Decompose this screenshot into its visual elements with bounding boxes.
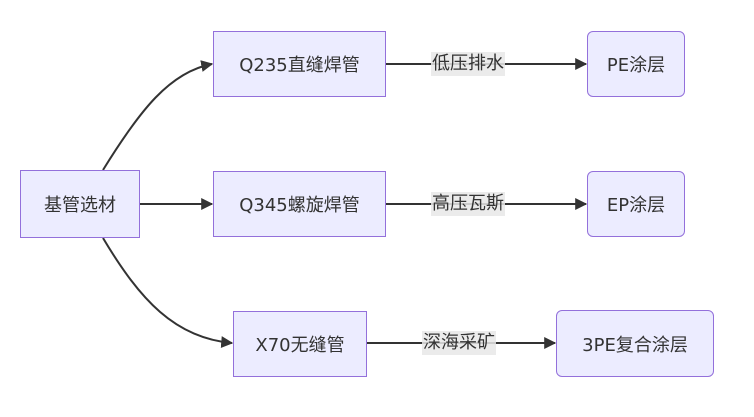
node-pe-coating: PE涂层 (587, 31, 685, 97)
node-label: Q235直缝焊管 (239, 55, 360, 76)
node-label: Q345螺旋焊管 (239, 195, 360, 216)
edge-root-to-x70 (102, 237, 234, 349)
edge-label-low-pressure-drain: 低压排水 (431, 52, 505, 76)
node-label: 基管选材 (44, 195, 116, 216)
node-label: 3PE复合涂层 (582, 334, 688, 356)
edge-label-deep-sea-mining: 深海采矿 (422, 331, 496, 355)
edge-root-to-q235 (102, 60, 214, 171)
node-x70-pipe: X70无缝管 (233, 311, 367, 377)
node-base-pipe-selection: 基管选材 (20, 170, 140, 238)
node-3pe-coating: 3PE复合涂层 (556, 310, 714, 377)
node-label: PE涂层 (606, 55, 666, 76)
node-q345-pipe: Q345螺旋焊管 (213, 171, 386, 237)
node-ep-coating: EP涂层 (587, 171, 685, 237)
node-q235-pipe: Q235直缝焊管 (213, 31, 386, 97)
node-label: EP涂层 (606, 195, 666, 216)
edge-label-high-pressure-gas: 高压瓦斯 (431, 192, 505, 216)
node-label: X70无缝管 (255, 335, 345, 356)
